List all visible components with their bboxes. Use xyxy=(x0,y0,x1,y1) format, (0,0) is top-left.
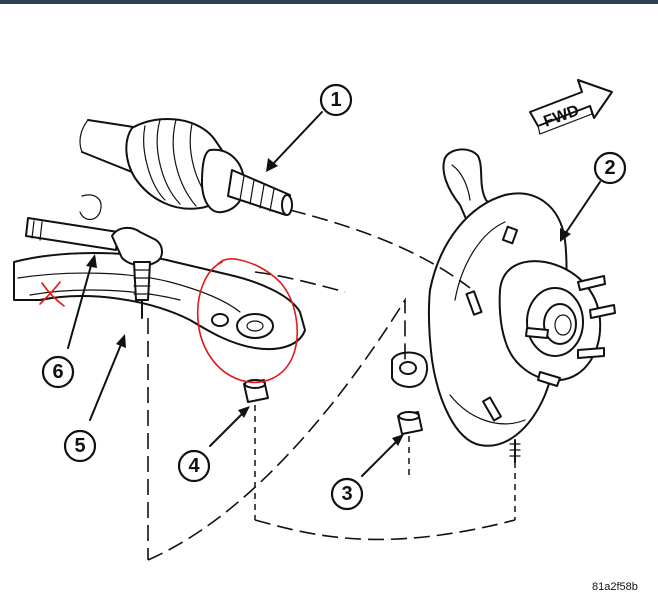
lower-control-arm xyxy=(13,194,306,350)
steering-knuckle-hub xyxy=(391,148,616,463)
red-annotation xyxy=(39,258,298,384)
red-x-mark xyxy=(39,281,65,307)
ball-joint-nut xyxy=(243,379,269,403)
callout-3-label: 3 xyxy=(341,483,352,505)
knuckle-nut xyxy=(397,411,423,435)
callout-6-label: 6 xyxy=(52,361,63,383)
assembly-alignment-lines xyxy=(147,209,516,561)
callout-6: 6 xyxy=(41,355,75,389)
callout-4: 4 xyxy=(177,449,211,483)
callout-1: 1 xyxy=(319,83,353,117)
leader-arrows xyxy=(67,111,601,477)
callout-1-label: 1 xyxy=(330,89,341,111)
forward-direction-arrow: FWD xyxy=(529,79,613,135)
callout-2-label: 2 xyxy=(604,157,615,179)
callout-5: 5 xyxy=(63,429,97,463)
callout-4-label: 4 xyxy=(188,455,200,477)
callout-2: 2 xyxy=(593,151,627,185)
callout-3: 3 xyxy=(330,477,364,511)
drive-axle-cv-joint xyxy=(79,117,293,216)
figure-code: 81a2f58b xyxy=(592,581,638,593)
window-top-bar xyxy=(0,0,658,4)
outer-tie-rod-end xyxy=(25,217,163,319)
callout-5-label: 5 xyxy=(74,435,85,457)
